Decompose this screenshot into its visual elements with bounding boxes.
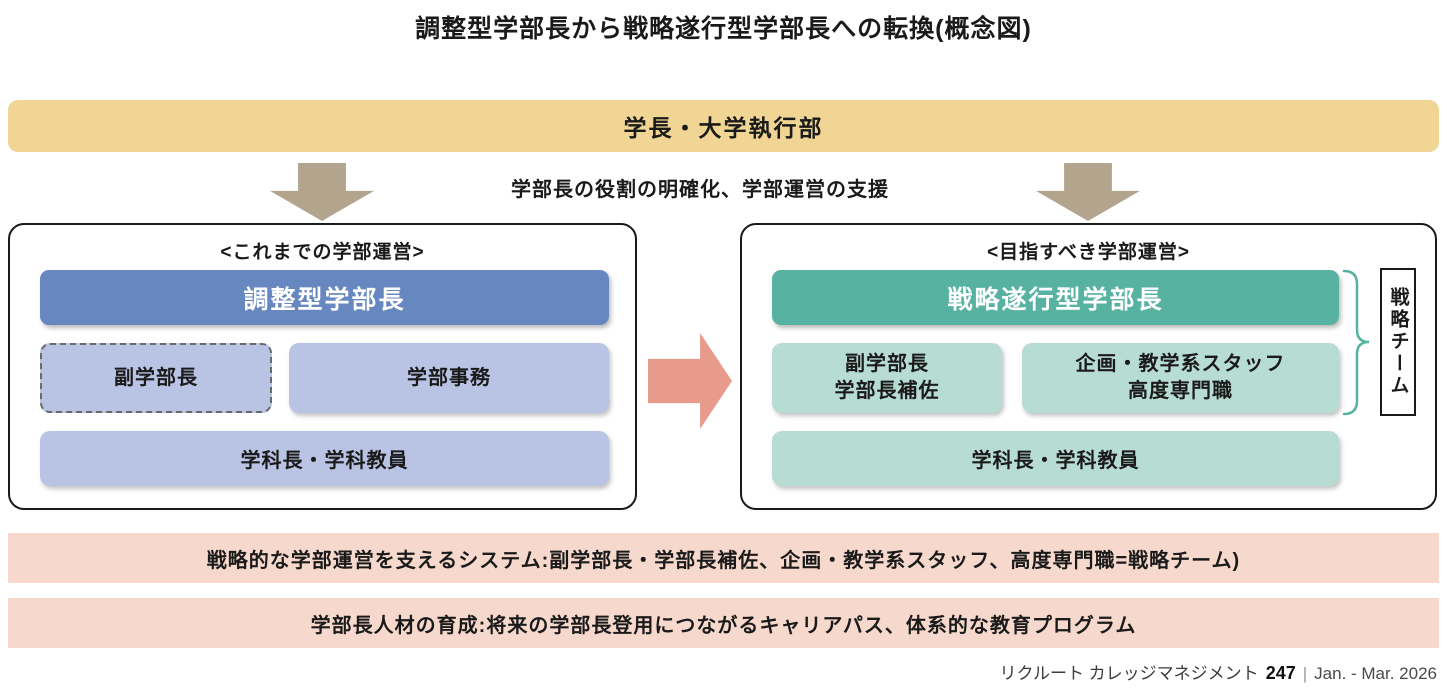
vice-dean-line1: 副学部長 — [845, 353, 929, 375]
planning-staff-line2: 高度専門職 — [1128, 380, 1233, 402]
training-banner-text: 学部長人材の育成:将来の学部長登用につながるキャリアパス、体系的な教育プログラム — [310, 614, 1137, 637]
support-note: 学部長の役割の明確化、学部運営の支援 — [511, 179, 889, 201]
page-title: 調整型学部長から戦略遂行型学部長への転換(概念図) — [415, 15, 1032, 43]
coordination-dean-box: 調整型学部長 — [40, 270, 609, 325]
right-panel-header: <目指すべき学部運営> — [987, 242, 1190, 263]
vice-dean-assistant-box: 副学部長 学部長補佐 — [772, 343, 1002, 413]
footer-credit: リクルート カレッジマネジメント 247 | Jan. - Mar. 2026 — [999, 659, 1437, 684]
vice-dean-box: 副学部長 — [40, 343, 272, 413]
training-banner: 学部長人材の育成:将来の学部長登用につながるキャリアパス、体系的な教育プログラム — [8, 598, 1439, 648]
issue-date: Jan. - Mar. 2026 — [1314, 664, 1437, 683]
president-executive-label: 学長・大学執行部 — [623, 115, 824, 141]
planning-staff-line1: 企画・教学系スタッフ — [1075, 353, 1286, 375]
faculty-office-box: 学部事務 — [289, 343, 609, 413]
transition-arrow-icon — [648, 333, 732, 429]
footer-separator: | — [1302, 664, 1308, 683]
strategy-team-label: 戦略チーム — [1380, 268, 1416, 416]
left-panel-current-management: <これまでの学部運営> 調整型学部長 副学部長 学部事務 学科長・学科教員 — [8, 223, 637, 510]
planning-staff-box: 企画・教学系スタッフ 高度専門職 — [1022, 343, 1339, 413]
magazine-name: リクルート カレッジマネジメント — [999, 664, 1259, 683]
issue-number: 247 — [1265, 663, 1296, 683]
president-executive-banner: 学長・大学執行部 — [8, 100, 1439, 152]
right-panel-target-management: <目指すべき学部運営> 戦略遂行型学部長 副学部長 学部長補佐 企画・教学系スタ… — [740, 223, 1437, 510]
left-panel-header: <これまでの学部運営> — [220, 242, 425, 263]
system-banner-text: 戦略的な学部運営を支えるシステム:副学部長・学部長補佐、企画・教学系スタッフ、高… — [206, 549, 1241, 572]
vice-dean-line2: 学部長補佐 — [834, 380, 940, 402]
strategy-team-bracket-icon — [1342, 269, 1370, 416]
left-department-heads-box: 学科長・学科教員 — [40, 431, 609, 486]
strategy-dean-box: 戦略遂行型学部長 — [772, 270, 1339, 325]
right-department-heads-box: 学科長・学科教員 — [772, 431, 1339, 486]
system-banner: 戦略的な学部運営を支えるシステム:副学部長・学部長補佐、企画・教学系スタッフ、高… — [8, 533, 1439, 583]
